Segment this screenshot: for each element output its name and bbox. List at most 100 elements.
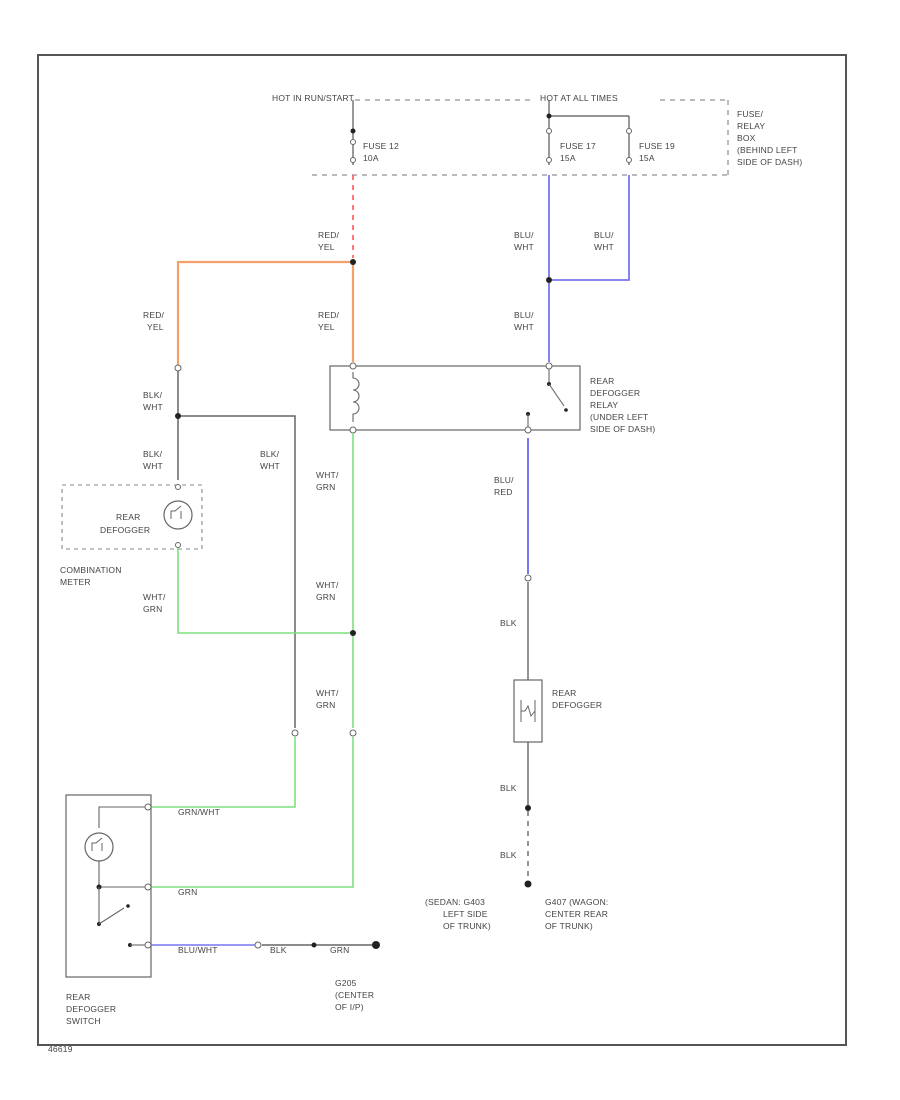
blk-wht-wire-switch	[178, 415, 296, 728]
fuse17-label-1: FUSE 17	[560, 141, 596, 151]
wagon-ground-label-3: OF TRUNK)	[545, 921, 593, 931]
blu-wht-wire-fuse19	[549, 175, 630, 281]
wht-grn-label-3b: GRN	[316, 592, 336, 602]
fuse-bridge-node	[546, 113, 552, 119]
defogger-grid-label-2: DEFOGGER	[552, 700, 602, 710]
relay-pin-1	[349, 362, 357, 370]
switch-label-1: REAR	[66, 992, 90, 1002]
diagram-frame	[37, 54, 847, 1046]
defogger-grid-connector	[524, 574, 532, 582]
red-yel-label-left-2: YEL	[147, 322, 164, 332]
blu-wht-label-3b: WHT	[514, 322, 534, 332]
meter-lamp-label-1: REAR	[116, 512, 140, 522]
wht-grn-label-2a: WHT/	[143, 592, 166, 602]
fuse19-terminal-b	[626, 157, 632, 163]
relay-label-2: DEFOGGER	[590, 388, 640, 398]
fuse12-terminal-a	[350, 139, 356, 145]
fuse17-terminal-a	[546, 128, 552, 134]
red-yel-label-left-1: RED/	[143, 310, 165, 320]
red-yel-label-mid-1: RED/	[318, 310, 340, 320]
meter-lamp-filament-icon	[170, 505, 182, 519]
meter-lamp-pin-bottom	[175, 542, 181, 548]
sedan-ground-label-3: OF TRUNK)	[443, 921, 491, 931]
fuse12-label-1: FUSE 12	[363, 141, 399, 151]
fuse-box-label-4: (BEHIND LEFT	[737, 145, 798, 155]
ground-splice	[311, 942, 317, 948]
switch-pin-2	[144, 883, 152, 891]
defogger-grid-element-icon	[520, 700, 536, 722]
wht-grn-wire-meter	[177, 548, 353, 634]
blu-red-label-2: RED	[494, 487, 513, 497]
blk-label-3: BLK	[500, 850, 517, 860]
switch-label-2: DEFOGGER	[66, 1004, 116, 1014]
fuse-box-label-1: FUSE/	[737, 109, 763, 119]
switch-connector-a	[291, 729, 299, 737]
fuse-box-label-2: RELAY	[737, 121, 765, 131]
blu-wht-ground-label: BLU/WHT	[178, 945, 218, 955]
relay-label-1: REAR	[590, 376, 614, 386]
fuse19-label-2: 15A	[639, 153, 655, 163]
blu-wht-splice	[546, 277, 552, 283]
wht-grn-label-1b: GRN	[316, 482, 336, 492]
blk-inline-label: BLK	[270, 945, 287, 955]
blk-label-2: BLK	[500, 783, 517, 793]
fuse-box-label-5: SIDE OF DASH)	[737, 157, 802, 167]
wagon-ground-label-1: G407 (WAGON:	[545, 897, 609, 907]
defogger-grid-box	[513, 679, 543, 743]
red-yel-label-mid-2: YEL	[318, 322, 335, 332]
blk-wht-label-2b: WHT	[143, 461, 163, 471]
sedan-ground-label-1: (SEDAN: G403	[425, 897, 485, 907]
grn-label: GRN	[178, 887, 198, 897]
switch-contact-arm	[98, 907, 125, 925]
blk-wht-label-1b: WHT	[143, 402, 163, 412]
switch-indicator-bulb-icon	[84, 832, 114, 862]
blk-wht-label-2a: BLK/	[143, 449, 163, 459]
combination-meter-label-1: COMBINATION	[60, 565, 122, 575]
relay-pin-2	[545, 362, 553, 370]
fuse17-label-2: 15A	[560, 153, 576, 163]
g205-label-2: (CENTER	[335, 990, 374, 1000]
blu-wht-label-2b: WHT	[594, 242, 614, 252]
meter-lamp-bulb-icon	[163, 500, 193, 530]
fuse-box-label-3: BOX	[737, 133, 756, 143]
blu-wht-label-3a: BLU/	[514, 310, 534, 320]
defogger-switch-box	[65, 794, 152, 978]
blu-wht-label-2a: BLU/	[594, 230, 614, 240]
g205-ground-icon	[372, 941, 380, 949]
defogger-grid-label-1: REAR	[552, 688, 576, 698]
combination-meter-label-2: METER	[60, 577, 91, 587]
grn-wire	[150, 737, 354, 888]
combination-meter-box	[61, 484, 203, 550]
wht-grn-label-3a: WHT/	[316, 580, 339, 590]
switch-internal-common	[98, 861, 145, 888]
ground-connector	[254, 941, 262, 949]
wht-grn-splice	[350, 630, 356, 636]
sedan-ground-label-2: LEFT SIDE	[443, 909, 488, 919]
meter-lamp-label-2: DEFOGGER	[100, 525, 150, 535]
wht-grn-label-2b: GRN	[143, 604, 163, 614]
hot-all-times-label: HOT AT ALL TIMES	[540, 93, 618, 103]
switch-label-3: SWITCH	[66, 1016, 101, 1026]
wht-grn-label-4a: WHT/	[316, 688, 339, 698]
blk-wht-label-1a: BLK/	[143, 390, 163, 400]
hot-run-start-label: HOT IN RUN/START	[272, 93, 354, 103]
switch-internal-lamp-feed	[98, 806, 145, 828]
red-yel-label-top-1: RED/	[318, 230, 340, 240]
fuse12-terminal-b	[350, 157, 356, 163]
blu-red-label-1: BLU/	[494, 475, 514, 485]
wht-grn-label-4b: GRN	[316, 700, 336, 710]
meter-lamp-pin-top	[175, 484, 181, 490]
fuse19-terminal-a	[626, 128, 632, 134]
grn-wht-label: GRN/WHT	[178, 807, 220, 817]
fuse19-label-1: FUSE 19	[639, 141, 675, 151]
fuse17-terminal-b	[546, 157, 552, 163]
relay-contact-arm	[548, 383, 565, 407]
switch-indicator-filament-icon	[91, 837, 103, 851]
switch-pin-3	[144, 941, 152, 949]
relay-pin-4	[524, 426, 532, 434]
grn-inline-label: GRN	[330, 945, 350, 955]
blk-wht-label-3b: WHT	[260, 461, 280, 471]
grid-ground-splice	[525, 805, 531, 811]
g403-ground-icon	[524, 880, 532, 888]
